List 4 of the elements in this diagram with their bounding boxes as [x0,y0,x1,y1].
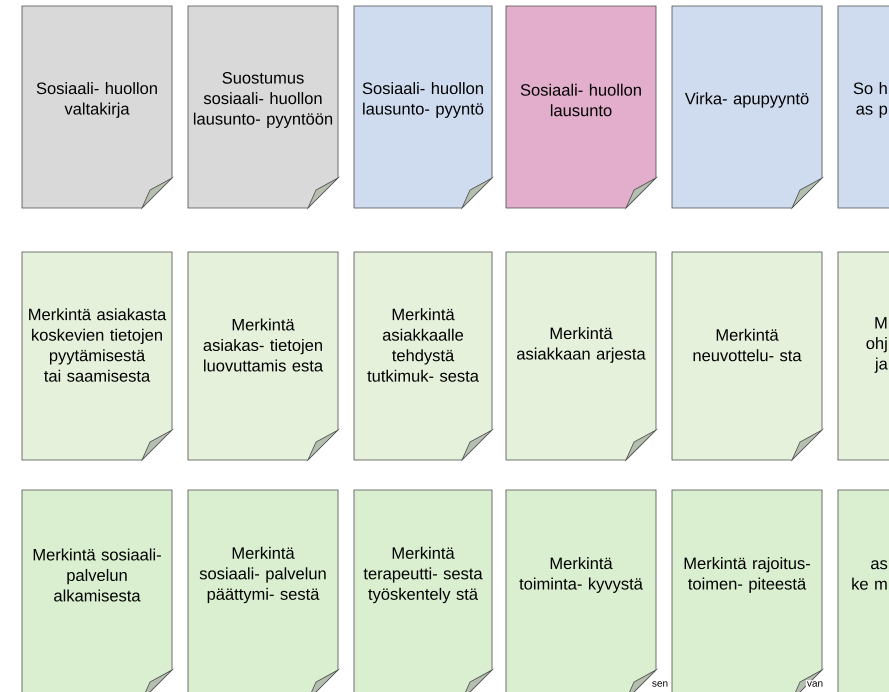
document-card: M ohj ja [838,252,889,460]
text-fragment: van [806,680,824,688]
document-card: So h as p [838,6,889,208]
document-card: as ke m [838,490,889,692]
